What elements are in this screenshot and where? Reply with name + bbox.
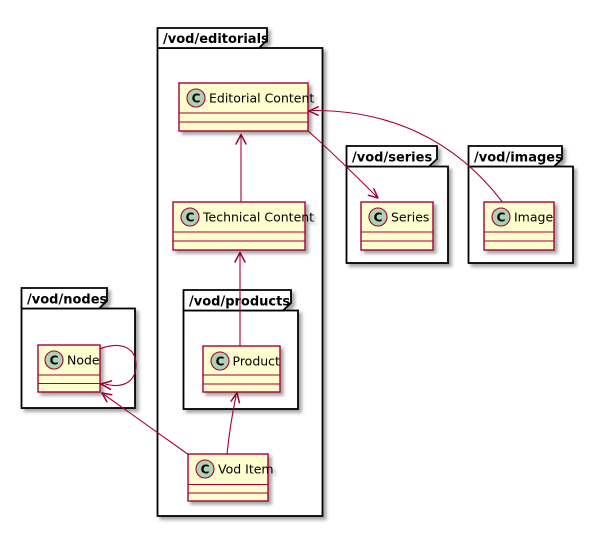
class-name: Product: [233, 354, 281, 369]
class-series: C Series: [360, 201, 434, 251]
edge-editorial-content-to-series: [306, 129, 379, 199]
class-technical-content: C Technical Content: [172, 201, 314, 251]
class-product: C Product: [202, 345, 281, 393]
edge-vod-item-to-product: [226, 392, 241, 455]
class-vod-item: C Vod Item: [187, 453, 274, 502]
class-name: Series: [391, 210, 429, 225]
class-name: Node: [67, 353, 100, 368]
class-icon: [180, 207, 200, 227]
edge-image-to-editorial-content: [308, 106, 503, 202]
package-editorials-tab: [156, 27, 268, 49]
edges: [99, 106, 503, 456]
package-editorials-label: /vod/editorials: [163, 32, 269, 47]
class-stereotype-letter: C: [186, 211, 195, 225]
class-stereotype-letter: C: [192, 92, 201, 106]
edge-product-to-technical-content: [234, 251, 246, 346]
package-series-label: /vod/series: [352, 151, 432, 166]
package-images-tab: [467, 145, 563, 168]
class-stereotype-letter: C: [201, 463, 210, 477]
edge-technical-content-to-editorial-content: [235, 133, 247, 202]
class-stereotype-letter: C: [497, 211, 506, 225]
class-editorial-content: C Editorial Content: [178, 82, 314, 132]
class-stereotype-letter: C: [216, 355, 225, 369]
class-node: C Node: [37, 344, 101, 393]
class-icon: [44, 350, 64, 370]
class-icon: [368, 207, 388, 227]
class-icon: [491, 207, 511, 227]
package-nodes-tab: [20, 287, 108, 310]
class-name: Vod Item: [218, 462, 274, 477]
class-stereotype-letter: C: [374, 211, 383, 225]
class-icon: [210, 351, 230, 371]
package-images-label: /vod/images: [474, 151, 563, 166]
class-icon: [186, 88, 206, 108]
class-image: C Image: [483, 201, 555, 251]
edge-node-self-loop: [99, 345, 137, 391]
class-stereotype-letter: C: [50, 354, 59, 368]
edge-vod-item-to-node: [101, 392, 190, 456]
package-nodes-label: /vod/nodes: [27, 293, 108, 308]
class-name: Technical Content: [202, 210, 314, 225]
class-name: Editorial Content: [209, 91, 314, 106]
class-name: Image: [514, 210, 553, 225]
class-icon: [195, 459, 215, 479]
package-products-tab: [182, 289, 292, 312]
package-series-tab: [345, 145, 438, 168]
